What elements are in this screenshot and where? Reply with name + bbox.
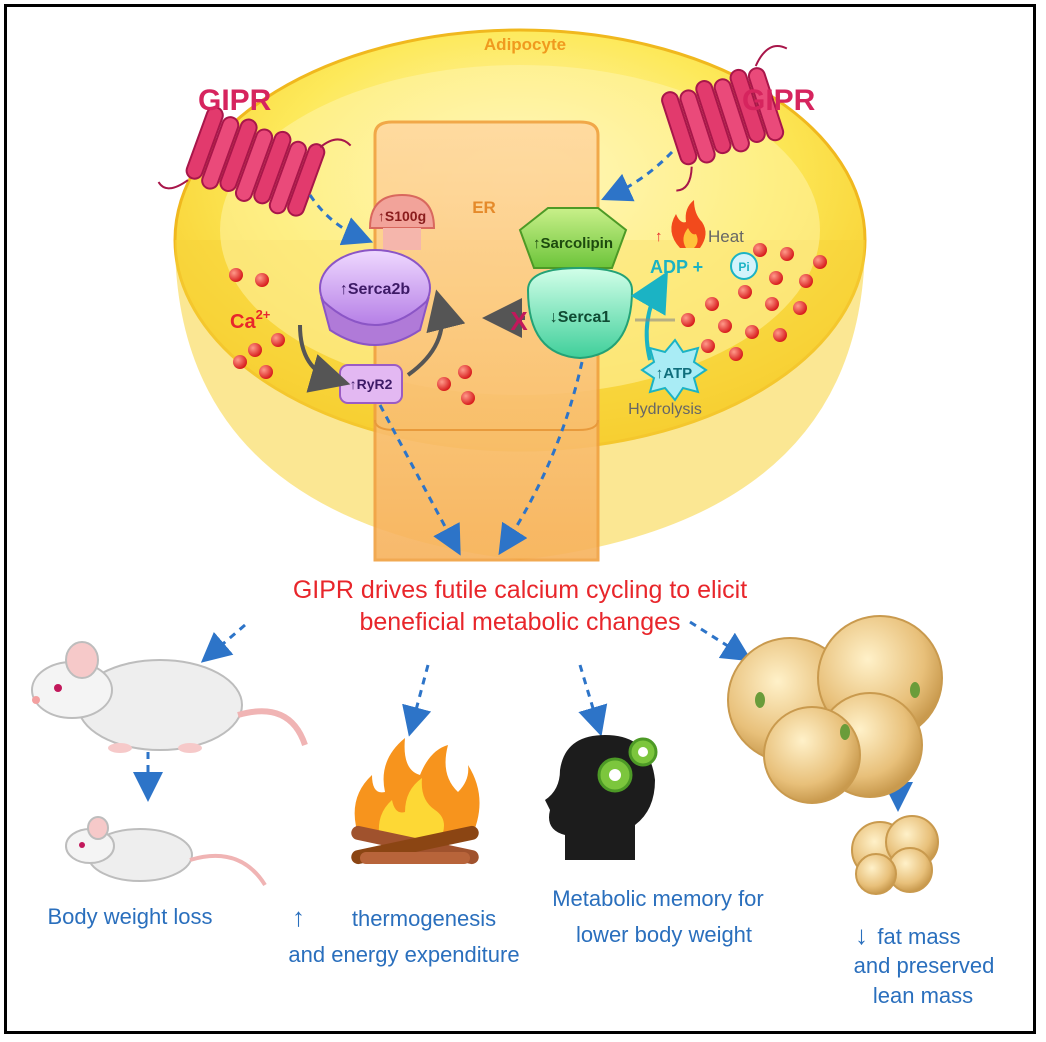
headline-line-1: GIPR drives futile calcium cycling to el…	[293, 576, 747, 604]
pi-label: Pi	[738, 260, 749, 274]
outcome-arrow-weight	[200, 623, 246, 663]
gipr-left-label: GIPR	[198, 84, 272, 117]
outcome-weight-label: Body weight loss	[47, 904, 212, 929]
calcium-label: Ca2+	[230, 307, 271, 333]
s100g-label: ↑S100g	[378, 208, 426, 224]
serca1-to-headline-arrow	[498, 361, 584, 556]
outcome-arrow-fat	[689, 620, 753, 662]
serca1-label: ↓Serca1	[550, 309, 611, 326]
s100g-protein	[368, 193, 436, 250]
fire-icon	[351, 738, 480, 865]
gipr-receptor-icon	[661, 45, 788, 192]
outcome-arrow-thermo	[402, 664, 432, 737]
calcium-ions-left	[229, 268, 475, 405]
outcome-memory-line-1: Metabolic memory for	[552, 886, 764, 911]
atp-burst-icon	[640, 338, 708, 402]
headline-line-2: beneficial metabolic changes	[359, 608, 680, 636]
outcome-memory-line-2: lower body weight	[576, 922, 752, 947]
ryr2-to-headline-arrow	[378, 404, 461, 556]
pi-circle	[730, 252, 758, 280]
adp-label: ADP +	[650, 257, 703, 277]
outcome-fat-line-3: lean mass	[873, 983, 973, 1008]
x-mark: X	[510, 306, 528, 336]
cycle-arrow-in	[298, 324, 351, 393]
mouse-icon	[31, 641, 308, 753]
heat-up-arrow: ↑	[655, 228, 663, 245]
calcium-ions-right	[681, 243, 827, 361]
small-mouse-icon	[65, 816, 267, 887]
head-gears-icon	[545, 735, 658, 860]
er-label: ER	[472, 198, 496, 217]
outcome-arrow-memory	[578, 664, 608, 737]
outcome-fat-line-1: fat mass	[877, 924, 960, 949]
cycle-arrow-out	[406, 289, 466, 377]
outcome-thermo-arrow: ↑	[292, 902, 305, 932]
figure-border	[4, 4, 1036, 1034]
ryr2-label: ↑RyR2	[350, 376, 393, 392]
sarcolipin-label: ↑Sarcolipin	[533, 235, 613, 252]
outcome-fat-line-2: and preserved	[854, 953, 995, 978]
gipr-left-arrow	[308, 194, 374, 246]
fat-cells-icon	[727, 615, 943, 804]
sarcolipin-protein	[518, 207, 628, 269]
gipr-right-arrow	[601, 150, 674, 202]
adipocyte-label: Adipocyte	[484, 35, 566, 54]
gipr-right-label: GIPR	[742, 84, 816, 117]
heat-label: Heat	[708, 227, 744, 246]
atp-label: ↑ATP	[656, 365, 692, 382]
outcome-thermo-line-1: thermogenesis	[352, 906, 496, 931]
gipr-receptor-icon	[157, 106, 352, 217]
flame-icon	[671, 200, 706, 248]
serca2b-label: ↑Serca2b	[340, 281, 410, 298]
serca2b-protein	[319, 249, 431, 346]
hydrolysis-label: Hydrolysis	[628, 401, 702, 418]
outcome-fat-arrow: ↓	[855, 920, 868, 950]
small-fat-cells-icon	[851, 815, 939, 895]
outcome-thermo-line-2: and energy expenditure	[288, 942, 519, 967]
